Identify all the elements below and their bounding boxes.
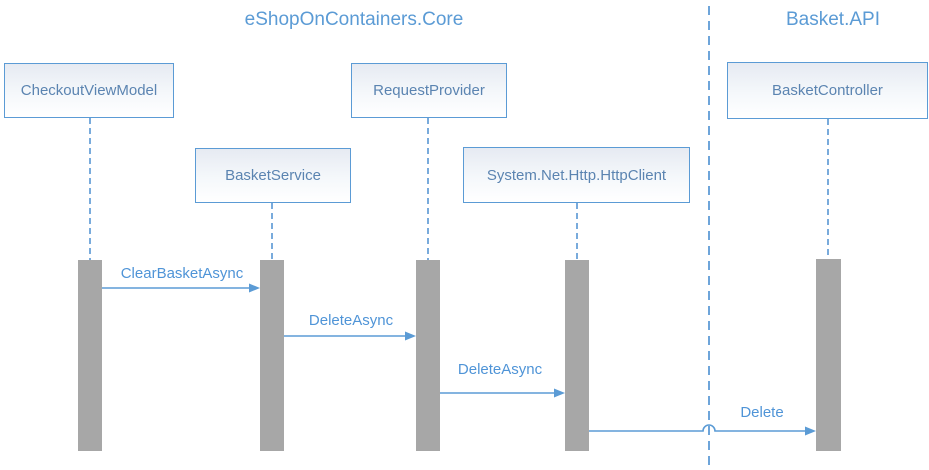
arrowhead-clearbasketasync	[249, 283, 260, 293]
activation-bar-basketcontroller	[816, 259, 841, 451]
activation-bar-basketservice	[260, 260, 284, 451]
group-title-basket-api: Basket.API	[786, 9, 880, 30]
arrowhead-delete	[805, 426, 816, 436]
actor-box-httpclient: System.Net.Http.HttpClient	[463, 147, 690, 203]
arrowhead-deleteasync-1	[405, 331, 416, 341]
arrowhead-deleteasync-2	[554, 388, 565, 398]
group-title-eshoponcontainers-core: eShopOnContainers.Core	[244, 9, 464, 30]
message-label-delete: Delete	[740, 404, 784, 421]
message-label-deleteasync-2: DeleteAsync	[457, 361, 543, 378]
actor-box-basketservice: BasketService	[195, 148, 351, 203]
message-arrow-delete	[589, 424, 806, 432]
message-label-deleteasync-1: DeleteAsync	[308, 312, 394, 329]
actor-box-checkoutviewmodel: CheckoutViewModel	[4, 63, 174, 118]
activation-bar-requestprovider	[416, 260, 440, 451]
actor-box-basketcontroller: BasketController	[727, 62, 928, 119]
actor-box-requestprovider: RequestProvider	[351, 63, 507, 118]
activation-bar-httpclient	[565, 260, 589, 451]
message-label-clearbasketasync: ClearBasketAsync	[120, 265, 244, 282]
activation-bar-checkoutviewmodel	[78, 260, 102, 451]
